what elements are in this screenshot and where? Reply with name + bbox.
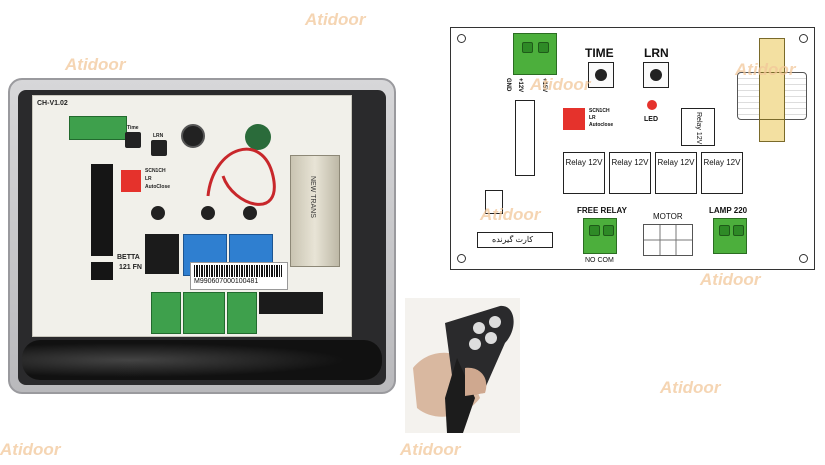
transformer-core bbox=[759, 72, 785, 120]
led-label: LED bbox=[644, 116, 658, 123]
time-label: TIME bbox=[585, 46, 614, 60]
relay bbox=[145, 234, 179, 274]
capacitor bbox=[181, 124, 205, 148]
lrn-label: LRN bbox=[153, 133, 164, 139]
motor-terminal bbox=[643, 224, 693, 256]
fuse-holder bbox=[259, 292, 323, 314]
relay-vertical: Relay 12V bbox=[681, 108, 715, 146]
board-model-label: CH-V1.02 bbox=[37, 100, 68, 107]
relay-label: Relay 12V bbox=[695, 112, 702, 145]
dip-label-1: SCN1CH bbox=[145, 168, 166, 174]
mounting-hole-icon bbox=[457, 34, 466, 43]
relay: Relay 12V bbox=[655, 152, 697, 194]
watermark: Atidoor bbox=[0, 440, 61, 459]
power-terminal bbox=[513, 33, 557, 75]
relay-label: Relay 12V bbox=[703, 158, 741, 167]
card-label: کارت گیرنده bbox=[492, 235, 534, 244]
barcode-lines bbox=[194, 265, 282, 277]
relay: Relay 12V bbox=[701, 152, 743, 194]
free-relay-label: FREE RELAY bbox=[577, 206, 627, 215]
watermark: Atidoor bbox=[700, 270, 761, 289]
dip-label-2: LR bbox=[589, 115, 596, 121]
red-wire bbox=[206, 147, 276, 206]
lamp-label: LAMP 220 bbox=[709, 206, 748, 215]
dip-label-3: AutoClose bbox=[145, 184, 170, 190]
dip-label-2: LR bbox=[145, 176, 152, 182]
secondary-chip bbox=[91, 262, 113, 280]
dip-switch bbox=[563, 108, 585, 130]
relay-label: Relay 12V bbox=[657, 158, 695, 167]
time-label: Time bbox=[127, 125, 139, 131]
led-icon bbox=[647, 100, 657, 110]
relay: Relay 12V bbox=[609, 152, 651, 194]
watermark: Atidoor bbox=[660, 378, 721, 397]
watermark: Atidoor bbox=[735, 60, 796, 79]
remote-control-photo bbox=[405, 298, 520, 433]
no-com-label: NO COM bbox=[585, 257, 614, 264]
transistor bbox=[151, 206, 165, 220]
output-terminal-block bbox=[151, 292, 181, 334]
watermark: Atidoor bbox=[400, 440, 461, 459]
dip-label-3: Autoclose bbox=[589, 122, 614, 128]
pin-label: +12V bbox=[517, 78, 523, 93]
board-name: BETTA bbox=[117, 254, 140, 261]
relay-label: Relay 12V bbox=[611, 158, 649, 167]
wiring-diagram: GND +12V +15V TIME LRN SCN1CH LR Autoclo… bbox=[450, 27, 815, 270]
watermark: Atidoor bbox=[305, 10, 366, 29]
lrn-label: LRN bbox=[644, 46, 669, 60]
transistor bbox=[201, 206, 215, 220]
dip-switch bbox=[121, 170, 141, 192]
relay: Relay 12V bbox=[563, 152, 605, 194]
watermark: Atidoor bbox=[480, 205, 541, 224]
card-label-box: کارت گیرنده bbox=[477, 232, 553, 248]
motor-label: MOTOR bbox=[653, 212, 683, 221]
watermark: Atidoor bbox=[65, 55, 126, 74]
output-terminal-block bbox=[183, 292, 225, 334]
microcontroller-chip bbox=[515, 100, 535, 176]
lrn-button bbox=[151, 140, 167, 156]
lamp-terminal bbox=[713, 218, 747, 254]
dip-label-1: SCN1CH bbox=[589, 108, 610, 114]
watermark: Atidoor bbox=[530, 75, 591, 94]
microcontroller-chip bbox=[91, 164, 113, 256]
free-relay-terminal bbox=[583, 218, 617, 254]
output-terminal-block bbox=[227, 292, 257, 334]
transistor bbox=[243, 206, 257, 220]
time-button-icon bbox=[588, 62, 614, 88]
barcode-sticker: M990607000100481 bbox=[190, 262, 288, 290]
pin-label: GND bbox=[505, 78, 511, 92]
secondary-chip bbox=[485, 190, 503, 214]
transformer-text: NEW TRANS bbox=[309, 176, 316, 218]
mounting-hole-icon bbox=[799, 254, 808, 263]
remote-control-icon bbox=[413, 305, 514, 433]
relay-label: Relay 12V bbox=[565, 158, 603, 167]
mounting-hole-icon bbox=[457, 254, 466, 263]
lrn-button-icon bbox=[643, 62, 669, 88]
capacitor bbox=[245, 124, 271, 150]
board-sub: 121 FN bbox=[119, 264, 142, 271]
time-button bbox=[125, 132, 141, 148]
barcode-number: M990607000100481 bbox=[194, 278, 259, 285]
mounting-hole-icon bbox=[799, 34, 808, 43]
input-terminal-block bbox=[69, 116, 127, 140]
wiring-cables bbox=[22, 340, 382, 380]
transformer: NEW TRANS bbox=[290, 155, 340, 267]
